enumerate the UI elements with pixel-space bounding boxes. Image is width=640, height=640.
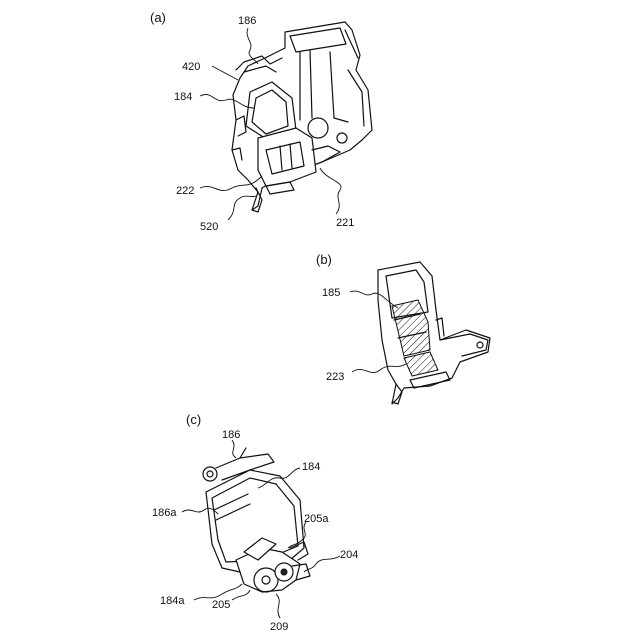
callout-204: 204 [340,549,358,561]
panel-c: (c) [152,412,358,633]
leader-209 [276,594,280,618]
panel-a: (a) [150,10,372,233]
callout-223: 223 [326,371,344,383]
panel-a-assembly-drawing [232,22,372,212]
callout-209: 209 [270,621,288,633]
callout-420: 420 [182,61,200,73]
panel-b-label: (b) [316,252,332,267]
callout-184a: 184a [160,595,185,607]
callout-205: 205 [212,599,230,611]
panel-a-label: (a) [150,10,166,25]
callout-186a: 186a [152,507,177,519]
callout-186-c: 186 [222,429,240,441]
leader-205 [232,590,250,600]
leader-221 [320,168,341,214]
leader-186-a [247,28,258,64]
callout-222: 222 [176,185,194,197]
callout-186-a: 186 [238,15,256,27]
leader-520 [228,196,256,220]
panel-b-section-drawing [378,262,490,404]
leader-184a [194,584,242,600]
callout-520: 520 [200,221,218,233]
panel-c-label: (c) [186,412,201,427]
callout-205a: 205a [304,513,329,525]
callout-184-a: 184 [174,91,192,103]
panel-c-section-drawing [203,448,310,592]
leader-186-c [232,440,236,458]
callout-184-c: 184 [302,461,320,473]
callout-185: 185 [322,287,340,299]
leader-204 [304,556,340,572]
callout-221: 221 [336,217,354,229]
panel-b: (b) 185 223 [316,252,490,404]
leader-420 [212,66,238,80]
